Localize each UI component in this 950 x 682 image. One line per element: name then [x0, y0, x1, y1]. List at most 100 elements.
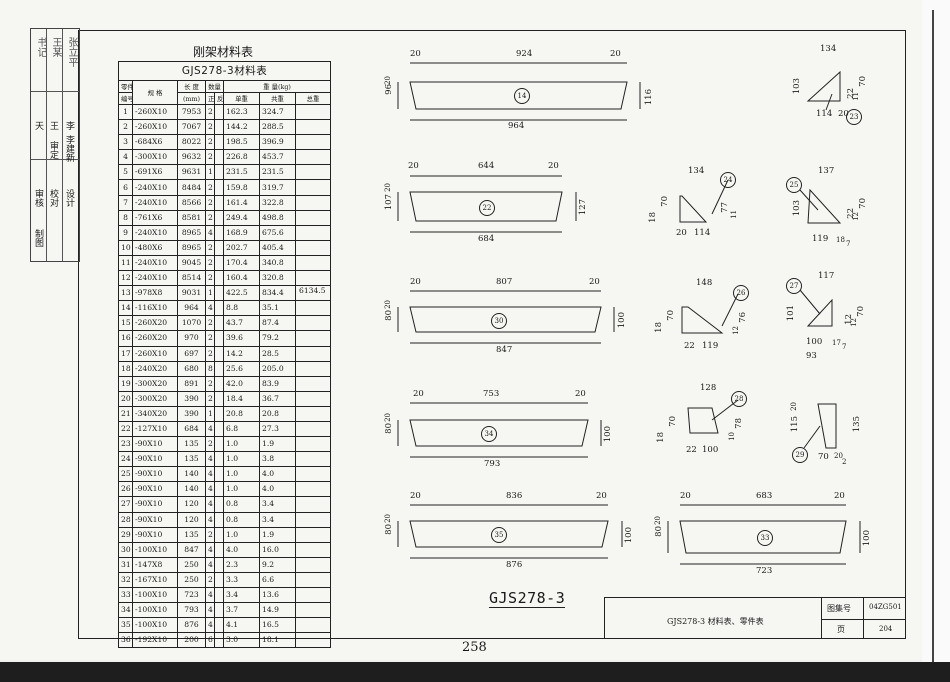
dim-label: 18	[648, 212, 658, 223]
dim-label: 10	[728, 432, 736, 441]
leader-line	[803, 425, 821, 449]
gusset-26-outline	[681, 306, 724, 334]
dim-label: 116	[644, 89, 654, 106]
dim-label: 103	[792, 200, 802, 217]
dim-label: 114	[694, 228, 711, 238]
dim-label: 100	[624, 527, 634, 544]
part-callout: 26	[733, 285, 749, 301]
gusset-23-outline	[806, 70, 841, 102]
dim-label: 753	[483, 389, 500, 399]
dim-label: 20	[596, 491, 607, 501]
dim-label: 100	[617, 312, 627, 329]
dim-label: 20	[676, 228, 687, 238]
dim-label: 847	[496, 345, 513, 355]
stamp-label: 制图	[33, 229, 43, 247]
plate-35-outline	[409, 520, 609, 548]
dim-label: 101	[786, 305, 796, 322]
dim-label: 876	[506, 560, 523, 570]
title-block-divider	[863, 598, 864, 638]
dim-label: 22	[684, 341, 695, 351]
part-callout: 34	[481, 426, 497, 442]
dim-label: 20	[413, 389, 424, 399]
drawing-sheet: 审核 校对 设计 制图 天 王 李 审定 李建新 书记 王某 张立平 刚架材料表…	[30, 28, 906, 649]
stamp-label: 李	[64, 121, 74, 130]
part-callout: 29	[792, 447, 808, 463]
dim-label: 137	[818, 166, 835, 176]
stamp-label: 审核	[33, 189, 43, 207]
dim-label: 100	[862, 530, 872, 547]
dim-label: 20	[654, 516, 662, 525]
dim-label: 134	[688, 166, 705, 176]
dim-label: 70	[668, 416, 678, 427]
part-callout: 25	[786, 177, 802, 193]
dim-label: 20	[834, 452, 843, 460]
stamp-label: 李建新	[64, 135, 74, 162]
dim-label: 117	[818, 271, 835, 281]
gusset-25-outline	[807, 188, 842, 224]
title-block: GJS278-3 材料表、零件表 图集号 04ZG501 页 204	[604, 597, 905, 638]
dim-label: 20	[834, 491, 845, 501]
dim-label: 12	[852, 212, 860, 221]
table-cell: 200	[177, 632, 206, 649]
stamp-label: 审定	[48, 141, 58, 159]
part-callout: 33	[757, 530, 773, 546]
stamp-divider	[31, 91, 79, 92]
dim-label: 70	[666, 310, 676, 321]
part-callout: 22	[479, 200, 495, 216]
atlas-label: 图集号	[827, 604, 851, 613]
dim-label: 836	[506, 491, 523, 501]
dim-label: 114	[816, 109, 833, 119]
dim-label: 17	[832, 339, 841, 347]
part-callout: 24	[720, 172, 736, 188]
table-caption: GJS278-3材料表	[117, 61, 332, 81]
dim-label: 20	[384, 76, 392, 85]
dim-label: 723	[756, 566, 773, 576]
page-label: 页	[837, 625, 845, 634]
dim-label: 18	[836, 236, 845, 244]
dim-label: 12	[732, 326, 740, 335]
dim-label: 7	[846, 240, 851, 248]
leader-line	[799, 189, 819, 211]
dim-label: 128	[700, 383, 717, 393]
stamp-label: 设计	[64, 189, 74, 207]
dim-label: 103	[792, 78, 802, 95]
dim-label: 20	[589, 277, 600, 287]
dim-label: 80	[384, 423, 394, 434]
part-callout: 14	[514, 88, 530, 104]
dim-label: 80	[654, 526, 664, 537]
dim-label: 12	[850, 318, 858, 327]
dim-label: 70	[858, 76, 868, 87]
title-block-divider	[821, 619, 905, 620]
page-number: 258	[462, 640, 487, 655]
leader-line	[825, 93, 833, 111]
dim-label: 119	[812, 234, 829, 244]
dim-label: 100	[603, 426, 613, 443]
dim-label: 20	[610, 49, 621, 59]
handwritten-signature: 书记	[35, 37, 46, 57]
scanner-shadow	[0, 662, 950, 682]
dim-label: 77	[720, 202, 730, 213]
stamp-divider	[46, 29, 47, 261]
table-title: 刚架材料表	[193, 45, 254, 59]
atlas-number: 04ZG501	[869, 603, 902, 611]
leader-line	[799, 289, 821, 315]
sheet-border	[78, 30, 906, 639]
dim-label: 78	[734, 418, 744, 429]
drawing-title: GJS278-3	[489, 589, 566, 608]
plate-34-outline	[409, 419, 589, 447]
plate-14-outline	[409, 81, 628, 110]
stamp-divider	[31, 159, 79, 160]
part-callout: 35	[491, 527, 507, 543]
plate-22-outline	[409, 191, 563, 222]
